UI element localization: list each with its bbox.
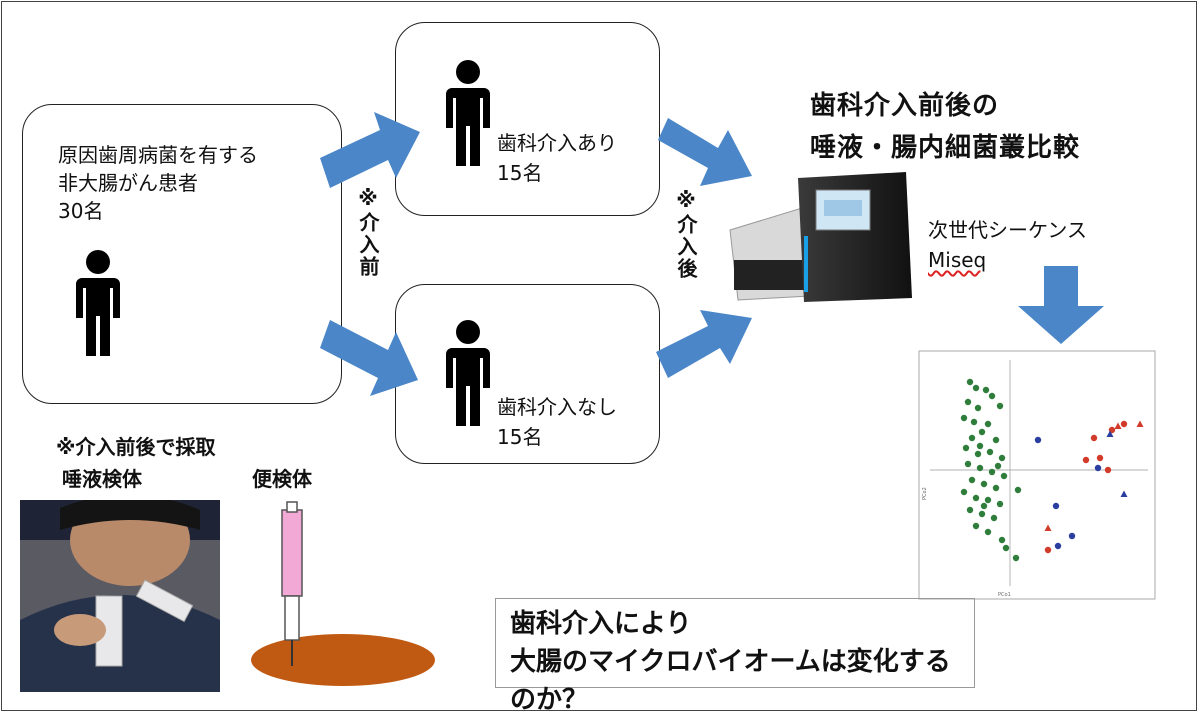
stool-sample-label: 便検体 bbox=[252, 467, 312, 491]
scatter-point-red-0 bbox=[1090, 434, 1098, 442]
scatter-point-green-28 bbox=[966, 506, 974, 514]
scatter-point-green-18 bbox=[976, 464, 984, 472]
cohort-line-2: 非大腸がん患者 bbox=[58, 171, 198, 195]
comparison-title-line-2: 唾液・腸内細菌叢比較 bbox=[810, 133, 1081, 163]
conclusion-box: 歯科介入により 大腸のマイクロバイオームは変化するのか？ bbox=[495, 598, 975, 715]
scatter-point-green-8 bbox=[970, 418, 978, 426]
scatter-point-green-15 bbox=[986, 448, 994, 456]
scatter-point-green-1 bbox=[972, 384, 980, 392]
comparison-title-line-1: 歯科介入前後の bbox=[810, 91, 1000, 121]
scatter-point-red-5 bbox=[1104, 466, 1112, 474]
svg-text:PCo1: PCo1 bbox=[998, 592, 1011, 598]
scatter-point-green-24 bbox=[960, 488, 968, 496]
saliva-sample-label: 唾液検体 bbox=[62, 467, 142, 491]
scatter-point-green-29 bbox=[978, 510, 986, 518]
scatter-point-red-2 bbox=[1096, 454, 1104, 462]
person-icon-cohort bbox=[76, 250, 120, 356]
person-icon-without-intervention bbox=[446, 320, 490, 426]
arrow-with-to-sequencer bbox=[658, 118, 752, 186]
scatter-point-green-6 bbox=[996, 402, 1004, 410]
scatter-point-green-26 bbox=[984, 496, 992, 504]
group-without-label: 歯科介入なし bbox=[497, 395, 617, 419]
arrow-down-to-plot bbox=[1018, 266, 1104, 344]
pcoa-scatter-plot: PCo1 PCo2 bbox=[918, 350, 1156, 600]
scatter-point-blue-4 bbox=[1068, 532, 1076, 540]
scatter-point-green-16 bbox=[998, 454, 1006, 462]
miseq-sequencer-image bbox=[729, 172, 912, 302]
scatter-point-green-14 bbox=[974, 450, 982, 458]
scatter-point-green-21 bbox=[968, 476, 976, 484]
scatter-point-green-3 bbox=[988, 392, 996, 400]
cohort-line-1: 原因歯周病菌を有する bbox=[58, 143, 258, 167]
group-without-intervention-box bbox=[395, 284, 660, 464]
scatter-point-green-38 bbox=[994, 462, 1002, 470]
sequencer-label-line-2: Miseq bbox=[928, 248, 987, 272]
scatter-point-triangle-2 bbox=[1106, 430, 1114, 437]
scatter-point-triangle-0 bbox=[1114, 422, 1122, 429]
scatter-point-green-5 bbox=[974, 404, 982, 412]
scatter-point-blue-3 bbox=[1054, 542, 1062, 550]
scatter-point-green-35 bbox=[1012, 554, 1020, 562]
scatter-point-green-20 bbox=[1000, 472, 1008, 480]
scatter-point-red-3 bbox=[1120, 420, 1128, 428]
group-with-intervention-box bbox=[395, 22, 660, 216]
scatter-point-green-19 bbox=[988, 468, 996, 476]
scatter-point-blue-2 bbox=[1052, 502, 1060, 510]
scatter-point-red-6 bbox=[1044, 546, 1052, 554]
before-intervention-label: ※介入前 bbox=[356, 186, 380, 278]
scatter-point-green-0 bbox=[966, 378, 974, 386]
scatter-point-green-17 bbox=[964, 460, 972, 468]
group-with-count: 15名 bbox=[497, 161, 543, 185]
scatter-point-green-22 bbox=[980, 480, 988, 488]
patient-cohort-box bbox=[22, 104, 342, 404]
scatter-point-green-23 bbox=[992, 484, 1000, 492]
scatter-point-green-37 bbox=[980, 502, 988, 510]
group-with-label: 歯科介入あり bbox=[497, 131, 617, 155]
scatter-point-green-31 bbox=[972, 522, 980, 530]
stool-collection-tube-image bbox=[251, 501, 435, 686]
scatter-point-green-13 bbox=[962, 444, 970, 452]
saliva-collection-photo bbox=[20, 500, 220, 692]
scatter-point-blue-1 bbox=[1094, 464, 1102, 472]
scatter-point-red-4 bbox=[1082, 456, 1090, 464]
scatter-point-triangle-1 bbox=[1136, 420, 1144, 427]
scatter-point-green-30 bbox=[990, 514, 998, 522]
scatter-point-triangle-3 bbox=[1120, 490, 1128, 497]
scatter-point-green-39 bbox=[976, 442, 984, 450]
scatter-point-green-36 bbox=[1002, 544, 1010, 552]
scatter-point-green-11 bbox=[968, 434, 976, 442]
scatter-point-green-27 bbox=[996, 500, 1004, 508]
scatter-point-green-7 bbox=[960, 414, 968, 422]
cohort-line-3: 30名 bbox=[58, 199, 104, 223]
after-intervention-label: ※介入後 bbox=[674, 188, 698, 280]
person-icon-with-intervention bbox=[446, 60, 490, 166]
sampling-note: ※介入前後で採取 bbox=[56, 435, 216, 459]
arrow-without-to-sequencer bbox=[656, 310, 752, 378]
scatter-point-green-25 bbox=[972, 494, 980, 502]
group-without-count: 15名 bbox=[497, 425, 543, 449]
scatter-point-green-9 bbox=[984, 420, 992, 428]
arrow-cohort-to-with bbox=[320, 112, 420, 188]
scatter-point-triangle-4 bbox=[1044, 524, 1052, 531]
scatter-point-green-33 bbox=[998, 536, 1006, 544]
sequencer-label-line-1: 次世代シーケンス bbox=[928, 218, 1087, 242]
arrow-cohort-to-without bbox=[320, 320, 418, 396]
scatter-point-green-12 bbox=[992, 436, 1000, 444]
scatter-point-green-34 bbox=[1014, 486, 1022, 494]
conclusion-line-1: 歯科介入により bbox=[510, 609, 692, 639]
scatter-point-green-2 bbox=[982, 386, 990, 394]
scatter-point-green-32 bbox=[984, 528, 992, 536]
scatter-point-blue-0 bbox=[1034, 436, 1042, 444]
scatter-point-green-10 bbox=[978, 428, 986, 436]
conclusion-line-2: 大腸のマイクロバイオームは変化するのか？ bbox=[510, 647, 951, 715]
svg-text:PCo2: PCo2 bbox=[922, 487, 928, 500]
scatter-point-green-4 bbox=[964, 398, 972, 406]
